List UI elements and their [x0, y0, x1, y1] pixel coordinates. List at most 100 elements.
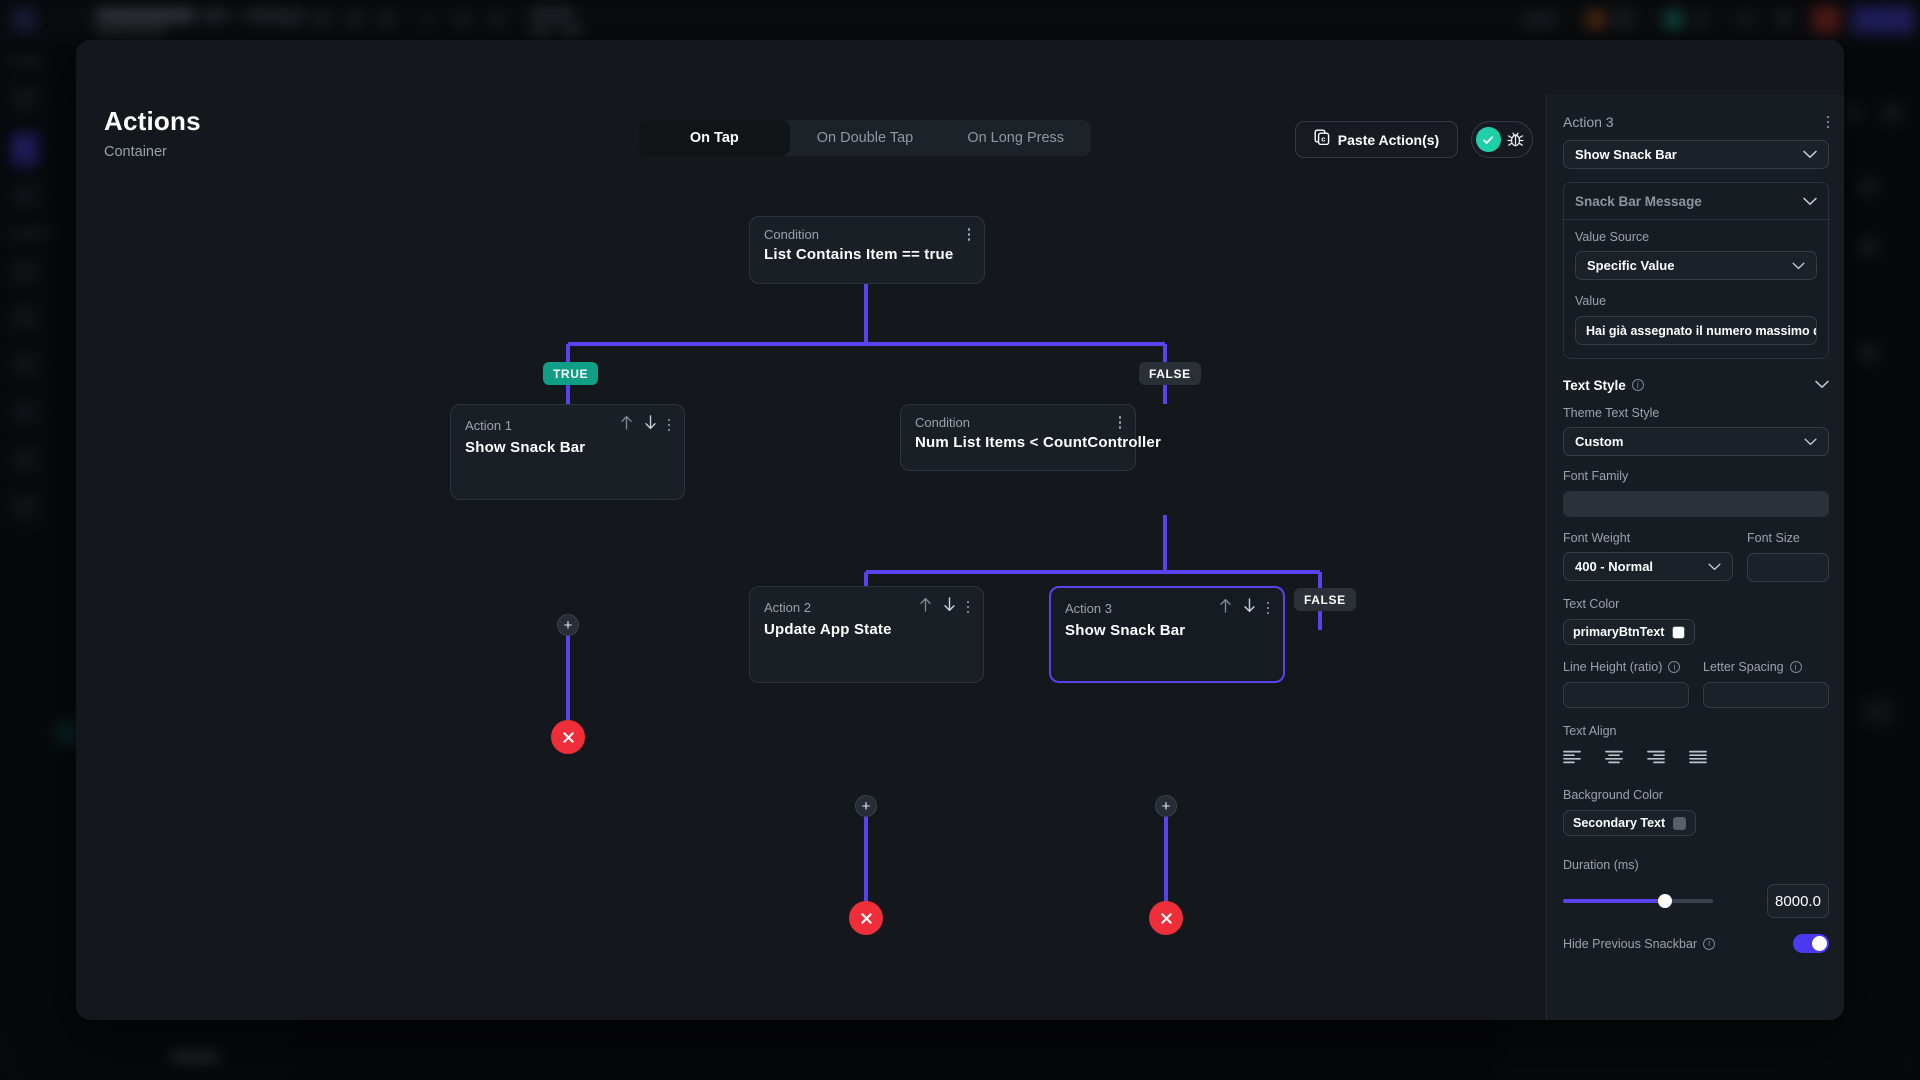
font-family-input[interactable] — [1563, 491, 1829, 517]
chevron-down-icon — [1815, 376, 1829, 394]
text-align-label: Text Align — [1563, 724, 1617, 738]
more-vertical-icon[interactable] — [967, 228, 970, 241]
action-1-kicker: Action 1 — [465, 417, 512, 433]
condition-expression: List Contains Item == true — [764, 246, 954, 263]
arrow-down-icon[interactable] — [1243, 598, 1256, 618]
plus-icon[interactable]: + — [1155, 795, 1177, 817]
duration-label: Duration (ms) — [1563, 858, 1639, 872]
value-source-select[interactable]: Specific Value — [1575, 251, 1817, 280]
font-size-input[interactable] — [1747, 553, 1829, 582]
arrow-up-icon[interactable] — [620, 415, 633, 435]
end-node-1[interactable] — [551, 720, 585, 754]
more-vertical-icon[interactable] — [966, 600, 969, 614]
condition-node-root[interactable]: Condition List Contains Item == true — [749, 216, 985, 284]
text-style-label: Text Style — [1563, 377, 1626, 393]
hide-previous-snackbar-label: Hide Previous Snackbar — [1563, 936, 1698, 951]
duration-slider-knob[interactable] — [1658, 894, 1672, 908]
copy-icon: c — [1314, 129, 1330, 150]
background-color-chip[interactable]: Secondary Text — [1563, 810, 1697, 836]
action-node-3[interactable]: Action 3 Show Snack Bar — [1049, 586, 1285, 683]
tab-on-long-press[interactable]: On Long Press — [967, 130, 1065, 146]
color-swatch[interactable] — [1673, 816, 1687, 830]
arrow-down-icon[interactable] — [943, 597, 956, 617]
align-center-icon[interactable] — [1605, 750, 1623, 769]
duration-slider[interactable] — [1563, 894, 1713, 908]
letter-spacing-label: Letter Spacing — [1703, 660, 1784, 674]
font-weight-label: Font Weight — [1563, 531, 1631, 545]
actions-modal: Actions Container On Tap On Double Tap O… — [76, 40, 1844, 1020]
condition-kicker: Condition — [764, 227, 819, 242]
svg-text:c: c — [1321, 135, 1325, 144]
snack-bar-message-header[interactable]: Snack Bar Message — [1564, 183, 1828, 219]
align-left-icon[interactable] — [1563, 750, 1581, 769]
value-source-value: Specific Value — [1587, 258, 1675, 273]
check-icon[interactable] — [1476, 127, 1501, 152]
font-size-label: Font Size — [1747, 531, 1800, 545]
color-swatch[interactable] — [1672, 625, 1686, 639]
condition-node-nested[interactable]: Condition Num List Items < CountControll… — [900, 404, 1161, 471]
chevron-down-icon — [1803, 147, 1817, 162]
value-input[interactable]: Hai già assegnato il numero massimo di l — [1575, 316, 1817, 345]
font-family-label: Font Family — [1563, 469, 1629, 483]
align-right-icon[interactable] — [1647, 750, 1665, 769]
duration-value-input[interactable]: 8000.0 — [1767, 884, 1829, 918]
trigger-tabs[interactable]: On Tap On Double Tap On Long Press — [639, 120, 1091, 156]
chevron-down-icon — [1804, 434, 1817, 449]
page-title: Actions — [104, 106, 201, 136]
background-color-value: Secondary Text — [1573, 816, 1666, 830]
info-icon[interactable]: i — [1789, 661, 1802, 673]
more-vertical-icon[interactable] — [667, 418, 670, 432]
action-flow-canvas[interactable]: Condition List Contains Item == true TRU… — [76, 152, 1546, 1020]
info-icon[interactable]: i — [1668, 661, 1681, 673]
info-icon[interactable]: i — [1703, 937, 1716, 950]
chevron-down-icon — [1792, 258, 1805, 273]
line-height-input[interactable] — [1563, 682, 1689, 708]
action-type-value: Show Snack Bar — [1575, 147, 1677, 162]
font-weight-select[interactable]: 400 - Normal — [1563, 552, 1733, 581]
plus-icon[interactable]: + — [855, 795, 877, 817]
end-node-2[interactable] — [849, 901, 883, 935]
validate-debug-group[interactable] — [1471, 121, 1533, 158]
text-color-chip[interactable]: primaryBtnText — [1563, 619, 1696, 645]
action-3-name: Show Snack Bar — [1065, 622, 1186, 639]
plus-icon[interactable]: + — [557, 614, 579, 636]
more-vertical-icon[interactable] — [1826, 115, 1829, 129]
modal-header: Actions Container On Tap On Double Tap O… — [76, 40, 1844, 160]
more-vertical-icon[interactable] — [1266, 601, 1269, 615]
bug-icon[interactable] — [1503, 127, 1528, 153]
letter-spacing-input[interactable] — [1703, 682, 1829, 708]
text-color-label: Text Color — [1563, 597, 1620, 611]
tab-on-double-tap[interactable]: On Double Tap — [816, 130, 914, 146]
arrow-down-icon[interactable] — [644, 415, 657, 435]
paste-actions-button[interactable]: c Paste Action(s) — [1295, 121, 1458, 158]
theme-text-style-label: Theme Text Style — [1563, 406, 1660, 420]
font-weight-value: 400 - Normal — [1575, 559, 1654, 574]
text-style-header[interactable]: Text Style i — [1563, 376, 1829, 394]
tab-on-tap[interactable]: On Tap — [639, 120, 790, 156]
snack-bar-message-title: Snack Bar Message — [1575, 193, 1702, 209]
arrow-up-icon[interactable] — [1219, 598, 1232, 618]
action-header-row: Action 3 — [1563, 114, 1829, 130]
hide-previous-snackbar-toggle[interactable] — [1793, 934, 1829, 953]
action-2-name: Update App State — [764, 621, 892, 638]
snack-bar-message-group: Snack Bar Message Value Source Specific … — [1563, 182, 1829, 359]
page-subtitle: Container — [104, 144, 167, 160]
toggle-knob — [1812, 936, 1827, 951]
arrow-up-icon[interactable] — [919, 597, 932, 617]
action-node-1[interactable]: Action 1 Show Snack Bar — [450, 404, 685, 500]
info-icon[interactable]: i — [1631, 379, 1644, 391]
badge-false-nested: FALSE — [1294, 588, 1356, 611]
properties-panel[interactable]: Action 3 Show Snack Bar Snack Bar Messag… — [1546, 94, 1844, 1020]
action-3-kicker: Action 3 — [1065, 600, 1112, 616]
end-node-3[interactable] — [1149, 901, 1183, 935]
value-label: Value — [1575, 294, 1607, 308]
action-node-2[interactable]: Action 2 Update App State — [749, 586, 984, 683]
more-vertical-icon[interactable] — [1118, 416, 1121, 429]
text-color-value: primaryBtnText — [1573, 625, 1665, 639]
action-1-name: Show Snack Bar — [465, 439, 586, 456]
align-justify-icon[interactable] — [1689, 750, 1707, 769]
action-type-select[interactable]: Show Snack Bar — [1563, 140, 1829, 169]
condition-kicker: Condition — [915, 415, 970, 430]
theme-text-style-select[interactable]: Custom — [1563, 427, 1829, 456]
value-source-label: Value Source — [1575, 230, 1650, 244]
